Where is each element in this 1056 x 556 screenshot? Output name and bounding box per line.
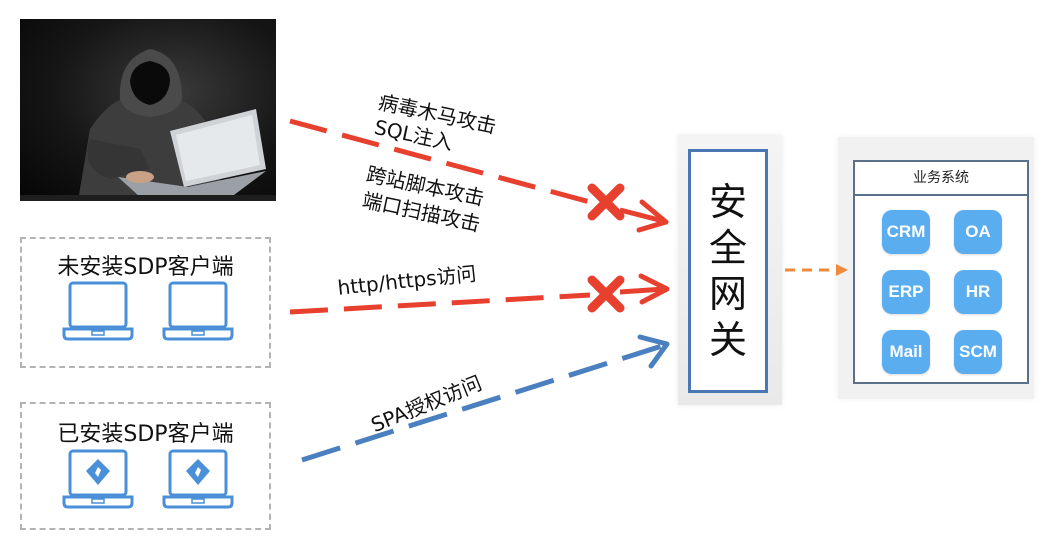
installed-client-group: 已安装SDP客户端 bbox=[20, 402, 271, 530]
app-hr: HR bbox=[954, 270, 1002, 314]
hacker-image bbox=[20, 19, 276, 201]
x-mark-icon bbox=[587, 275, 625, 313]
security-gateway: 安全网关 bbox=[688, 149, 768, 393]
x-mark-icon bbox=[587, 183, 625, 221]
app-oa: OA bbox=[954, 210, 1002, 254]
spa-arrow bbox=[301, 334, 670, 463]
label-spa-access: SPA授权访问 bbox=[367, 370, 486, 437]
app-erp: ERP bbox=[882, 270, 930, 314]
app-scm: SCM bbox=[954, 330, 1002, 374]
gateway-label: 安全网关 bbox=[708, 180, 747, 362]
app-crm: CRM bbox=[882, 210, 930, 254]
label-http-access: http/https访问 bbox=[336, 261, 478, 300]
app-mail: Mail bbox=[882, 330, 930, 374]
uninstalled-client-title: 未安装SDP客户端 bbox=[57, 255, 234, 280]
business-system-title: 业务系统 bbox=[853, 160, 1029, 196]
uninstalled-client-group: 未安装SDP客户端 bbox=[20, 237, 271, 368]
installed-client-title: 已安装SDP客户端 bbox=[57, 422, 234, 447]
hacker-illustration bbox=[20, 49, 276, 201]
